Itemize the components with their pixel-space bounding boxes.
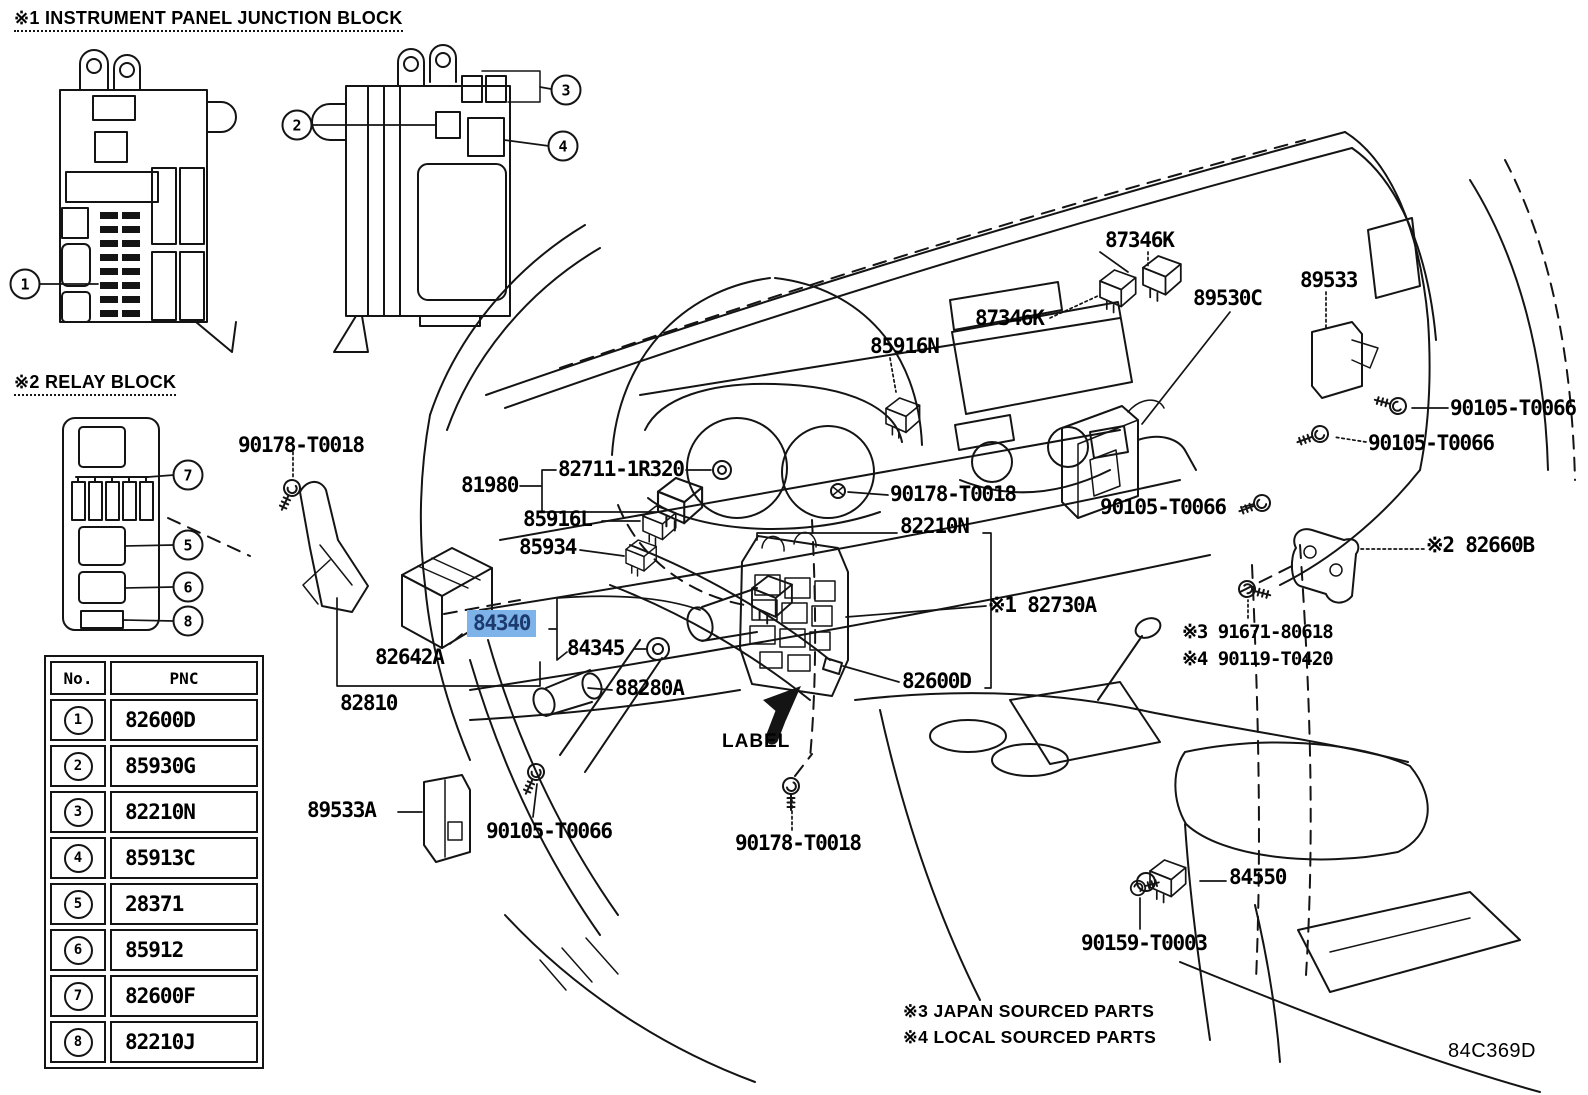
row-number-circle: 4 xyxy=(63,843,93,873)
callout-84340-selected[interactable]: 84340 xyxy=(467,610,537,637)
pnc-value[interactable]: 85930G xyxy=(110,745,258,787)
pnc-value[interactable]: 82210J xyxy=(110,1021,258,1063)
leader-lines xyxy=(292,251,1449,930)
callout-90105-T0066-right-upper[interactable]: 90105-T0066 xyxy=(1450,396,1577,420)
relay-block-art xyxy=(62,417,175,631)
pnc-value[interactable]: 82210N xyxy=(110,791,258,833)
row-number-circle: 7 xyxy=(63,981,93,1011)
pnc-table-header-row: No. PNC xyxy=(50,661,258,695)
pnc-table-header-pnc: PNC xyxy=(110,661,258,695)
drawing-number: 84C369D xyxy=(1448,1040,1537,1062)
callout-circle-4: 4 xyxy=(547,130,579,162)
callout-90105-T0066-lower-left[interactable]: 90105-T0066 xyxy=(486,819,613,843)
callout-90178-T0018-upper-left[interactable]: 90178-T0018 xyxy=(238,433,365,457)
callout-90178-T0018-center[interactable]: 90178-T0018 xyxy=(890,482,1017,506)
table-row[interactable]: 7 82600F xyxy=(50,975,258,1017)
callout-85916L[interactable]: 85916L xyxy=(523,507,593,531)
row-number-circle: 6 xyxy=(63,935,93,965)
table-row[interactable]: 4 85913C xyxy=(50,837,258,879)
callout-89533[interactable]: 89533 xyxy=(1300,268,1358,292)
junction-block-title: ※1 INSTRUMENT PANEL JUNCTION BLOCK xyxy=(14,8,403,32)
label-arrow-glyph xyxy=(763,686,801,745)
table-row[interactable]: 3 82210N xyxy=(50,791,258,833)
callout-89533A[interactable]: 89533A xyxy=(307,798,377,822)
row-number-circle: 1 xyxy=(63,705,93,735)
table-row[interactable]: 2 85930G xyxy=(50,745,258,787)
callout-circle-5: 5 xyxy=(172,529,204,561)
callout-91671-80618[interactable]: ※3 91671-80618 xyxy=(1182,621,1334,643)
pnc-value[interactable]: 85912 xyxy=(110,929,258,971)
callout-90105-T0066-center[interactable]: 90105-T0066 xyxy=(1100,495,1227,519)
callout-90105-T0066-right-lower[interactable]: 90105-T0066 xyxy=(1368,431,1495,455)
callout-87346K-top[interactable]: 87346K xyxy=(1105,228,1175,252)
callout-82711-1R320[interactable]: 82711-1R320 xyxy=(558,457,685,481)
callout-82730A[interactable]: ※1 82730A xyxy=(988,593,1097,617)
row-number-circle: 2 xyxy=(63,751,93,781)
callout-circle-7: 7 xyxy=(172,459,204,491)
pnc-table: No. PNC 1 82600D 2 85930G 3 82210N 4 859… xyxy=(44,655,264,1069)
callout-81980[interactable]: 81980 xyxy=(461,473,519,497)
callout-90119-T0420[interactable]: ※4 90119-T0420 xyxy=(1182,648,1334,670)
callout-82642A[interactable]: 82642A xyxy=(375,645,445,669)
callout-85934[interactable]: 85934 xyxy=(519,535,577,559)
table-row[interactable]: 5 28371 xyxy=(50,883,258,925)
callout-82600D[interactable]: 82600D xyxy=(902,669,972,693)
footnote-japan-sourced: ※3 JAPAN SOURCED PARTS xyxy=(903,1001,1155,1021)
dashboard-art xyxy=(167,131,1576,1093)
callout-84345[interactable]: 84345 xyxy=(567,636,625,660)
callout-circle-6: 6 xyxy=(172,571,204,603)
callout-90159-T0003[interactable]: 90159-T0003 xyxy=(1081,931,1208,955)
callout-90178-T0018-bottom[interactable]: 90178-T0018 xyxy=(735,831,862,855)
pnc-value[interactable]: 82600F xyxy=(110,975,258,1017)
junction-block-right-art xyxy=(311,44,552,353)
relay-block-title: ※2 RELAY BLOCK xyxy=(14,372,177,396)
pnc-value[interactable]: 28371 xyxy=(110,883,258,925)
callout-88280A[interactable]: 88280A xyxy=(615,676,685,700)
table-row[interactable]: 8 82210J xyxy=(50,1021,258,1063)
table-row[interactable]: 6 85912 xyxy=(50,929,258,971)
callout-87346K-left[interactable]: 87346K xyxy=(975,306,1045,330)
row-number-circle: 5 xyxy=(63,889,93,919)
callout-82660B[interactable]: ※2 82660B xyxy=(1426,533,1535,557)
callout-circle-3: 3 xyxy=(550,74,582,106)
table-row[interactable]: 1 82600D xyxy=(50,699,258,741)
callout-85916N[interactable]: 85916N xyxy=(870,334,940,358)
pnc-table-header-no: No. xyxy=(50,661,106,695)
callout-circle-1: 1 xyxy=(9,268,41,300)
callout-84550[interactable]: 84550 xyxy=(1229,865,1287,889)
callout-82810[interactable]: 82810 xyxy=(340,691,398,715)
footnote-local-sourced: ※4 LOCAL SOURCED PARTS xyxy=(903,1027,1157,1047)
row-number-circle: 8 xyxy=(63,1027,93,1057)
pnc-value[interactable]: 82600D xyxy=(110,699,258,741)
parts-art xyxy=(273,255,1409,904)
label-text: LABEL xyxy=(722,731,791,752)
row-number-circle: 3 xyxy=(63,797,93,827)
pnc-value[interactable]: 85913C xyxy=(110,837,258,879)
callout-circle-8: 8 xyxy=(172,605,204,637)
callout-89530C[interactable]: 89530C xyxy=(1193,286,1263,310)
callout-circle-2: 2 xyxy=(281,109,313,141)
callout-82210N[interactable]: 82210N xyxy=(900,514,970,538)
junction-block-left-art xyxy=(39,49,237,353)
